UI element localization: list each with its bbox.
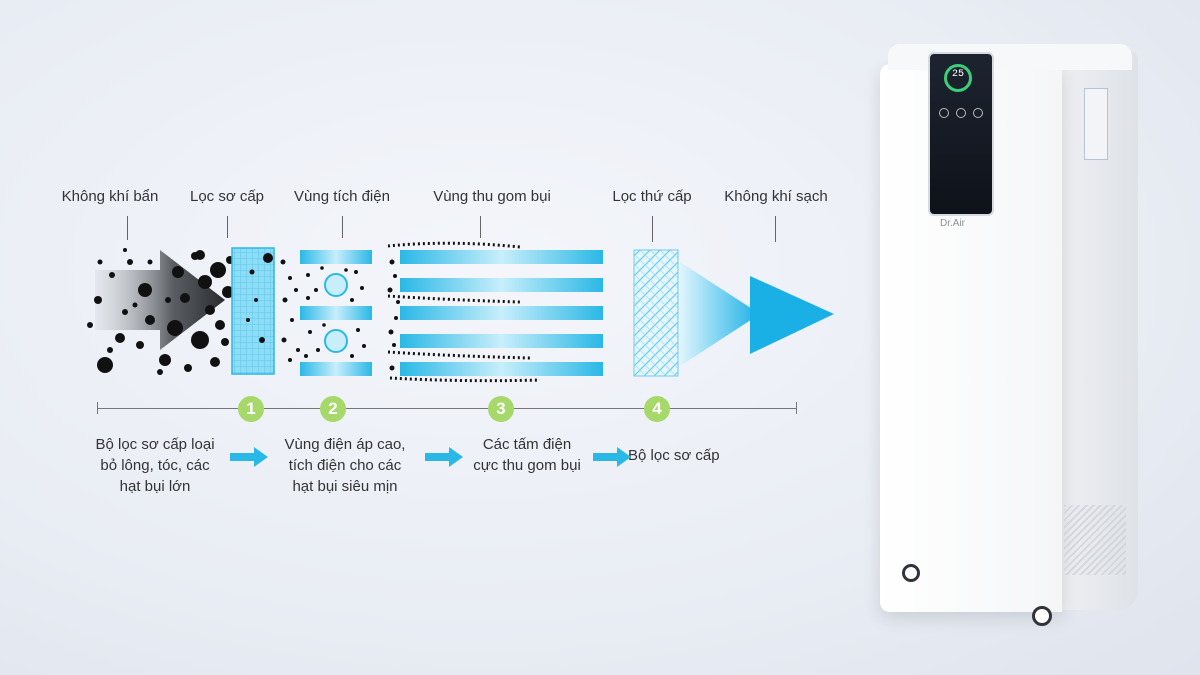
primary-filter-panel bbox=[231, 247, 275, 375]
stage-label-primary-filter: Lọc sơ cấp bbox=[189, 188, 265, 205]
step-description-3: Các tấm điện cực thu gom bụi bbox=[473, 436, 581, 474]
label-tick bbox=[652, 216, 653, 242]
step-badge-3: 3 bbox=[488, 396, 514, 422]
step-description-2: Vùng điện áp cao, tích điện cho các hạt … bbox=[284, 436, 406, 495]
label-tick bbox=[775, 216, 776, 242]
flow-arrow-icon bbox=[230, 447, 268, 467]
dust-particles bbox=[87, 248, 234, 375]
mode-icon[interactable] bbox=[973, 108, 983, 118]
dirty-air-arrow bbox=[95, 250, 225, 350]
step-badge-1: 1 bbox=[238, 396, 264, 422]
timeline-end-right bbox=[796, 402, 797, 414]
stage-label-clean-air: Không khí sạch bbox=[724, 188, 828, 205]
air-purifier-device: 25 Dr.Air bbox=[878, 40, 1140, 630]
step-badge-2: 2 bbox=[320, 396, 346, 422]
clean-air-arrow-2 bbox=[750, 276, 834, 354]
control-panel: 25 bbox=[928, 52, 994, 216]
wheel-front-left bbox=[902, 564, 920, 582]
label-tick bbox=[227, 216, 228, 238]
timeline-end-left bbox=[97, 402, 98, 414]
flow-arrow-icon bbox=[425, 447, 463, 467]
label-tick bbox=[342, 216, 343, 238]
wheel-front-right bbox=[1032, 606, 1052, 626]
stage-label-charging-zone: Vùng tích điện bbox=[294, 188, 390, 205]
timeline-line bbox=[97, 408, 797, 409]
label-tick bbox=[127, 216, 128, 240]
power-icon[interactable] bbox=[939, 108, 949, 118]
collection-plates bbox=[387, 241, 603, 383]
stage-label-dirty-air: Không khí bẩn bbox=[61, 188, 159, 205]
display-reading: 25 bbox=[951, 69, 964, 80]
info-label bbox=[1084, 88, 1108, 160]
device-top bbox=[888, 44, 1132, 70]
step-description-4: Bộ lọc sơ cấp bbox=[628, 447, 720, 464]
brand-logo: Dr.Air bbox=[940, 218, 965, 229]
stage-label-collection-zone: Vùng thu gom bụi bbox=[433, 188, 551, 205]
flow-arrow-icon bbox=[593, 447, 631, 467]
step-description-1: Bộ lọc sơ cấp loại bỏ lông, tóc, các hạt… bbox=[95, 436, 215, 495]
label-tick bbox=[480, 216, 481, 238]
filtration-diagram bbox=[87, 241, 834, 383]
charging-zone bbox=[300, 250, 372, 376]
stage-label-secondary-filter: Lọc thứ cấp bbox=[612, 188, 692, 205]
fan-icon[interactable] bbox=[956, 108, 966, 118]
step-badge-4: 4 bbox=[644, 396, 670, 422]
air-quality-ring-icon bbox=[944, 64, 972, 92]
vent-grille bbox=[1064, 505, 1126, 575]
clean-air-arrow-1 bbox=[680, 262, 760, 366]
secondary-filter-panel bbox=[633, 249, 679, 377]
